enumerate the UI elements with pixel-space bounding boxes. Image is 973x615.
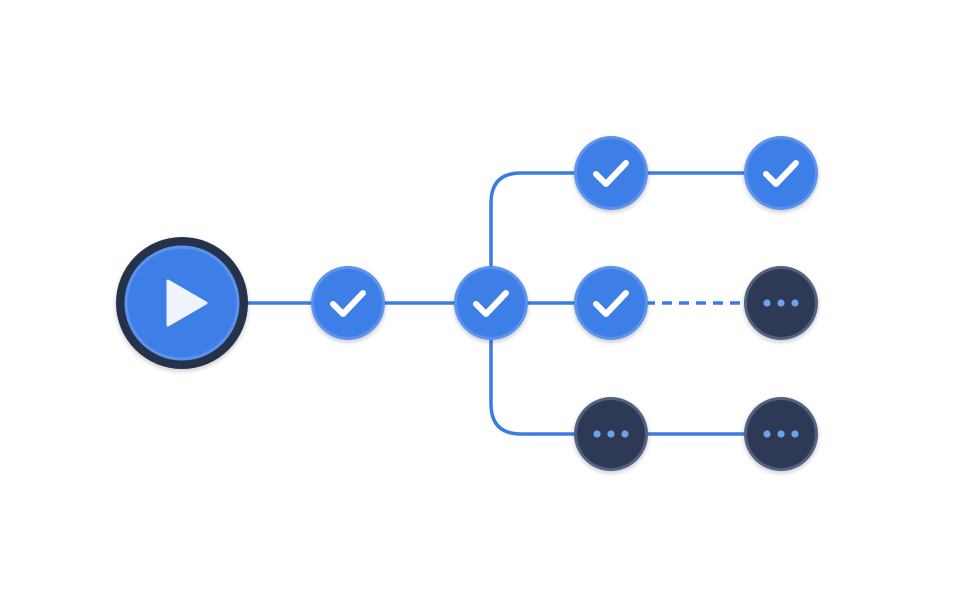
check-icon: [763, 160, 799, 187]
node-start[interactable]: [116, 237, 248, 369]
check-icon: [473, 290, 509, 317]
ellipsis-icon: [763, 430, 799, 438]
node-top-a[interactable]: [574, 136, 648, 210]
node-step-1[interactable]: [311, 266, 385, 340]
node-bottom-b[interactable]: [744, 397, 818, 471]
node-top-b[interactable]: [744, 136, 818, 210]
node-mid-a[interactable]: [574, 266, 648, 340]
play-icon: [166, 279, 208, 327]
ellipsis-icon: [593, 430, 629, 438]
connector-branch-to-top-a: [489, 171, 613, 305]
node-branch[interactable]: [454, 266, 528, 340]
connector-branch-to-bottom-a: [489, 301, 613, 436]
node-bottom-a[interactable]: [574, 397, 648, 471]
node-layer: [116, 136, 818, 471]
check-icon: [593, 290, 629, 317]
check-icon: [593, 160, 629, 187]
ellipsis-icon: [763, 299, 799, 307]
check-icon: [330, 290, 366, 317]
node-mid-b[interactable]: [744, 266, 818, 340]
